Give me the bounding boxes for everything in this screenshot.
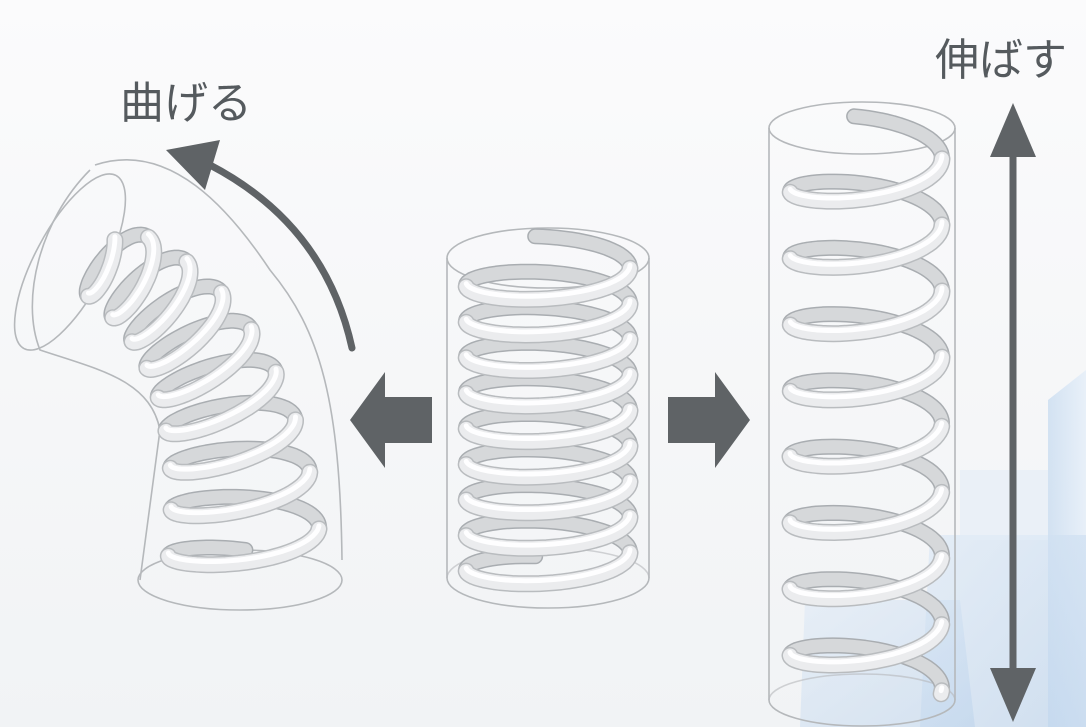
bent-spring: [78, 226, 328, 574]
left-block-arrow-icon: [350, 372, 432, 468]
double-headed-vertical-arrow-icon: [990, 103, 1036, 722]
bend-label: 曲げる: [120, 78, 252, 129]
stretch-label: 伸ばす: [935, 35, 1067, 86]
stretched-spring: [781, 108, 951, 703]
bent-spring-back-coils: [78, 226, 328, 563]
right-block-arrow-icon: [668, 372, 750, 468]
compressed-spring-front-coils: [457, 259, 639, 593]
curved-arrow-icon: [166, 140, 356, 352]
center-cylinder-outline: [446, 227, 650, 609]
stretched-spring-front-coils: [781, 150, 951, 703]
compressed-spring: [457, 228, 639, 593]
bent-spring-front-coils: [79, 228, 328, 574]
stretched-spring-back-coils: [782, 108, 950, 696]
